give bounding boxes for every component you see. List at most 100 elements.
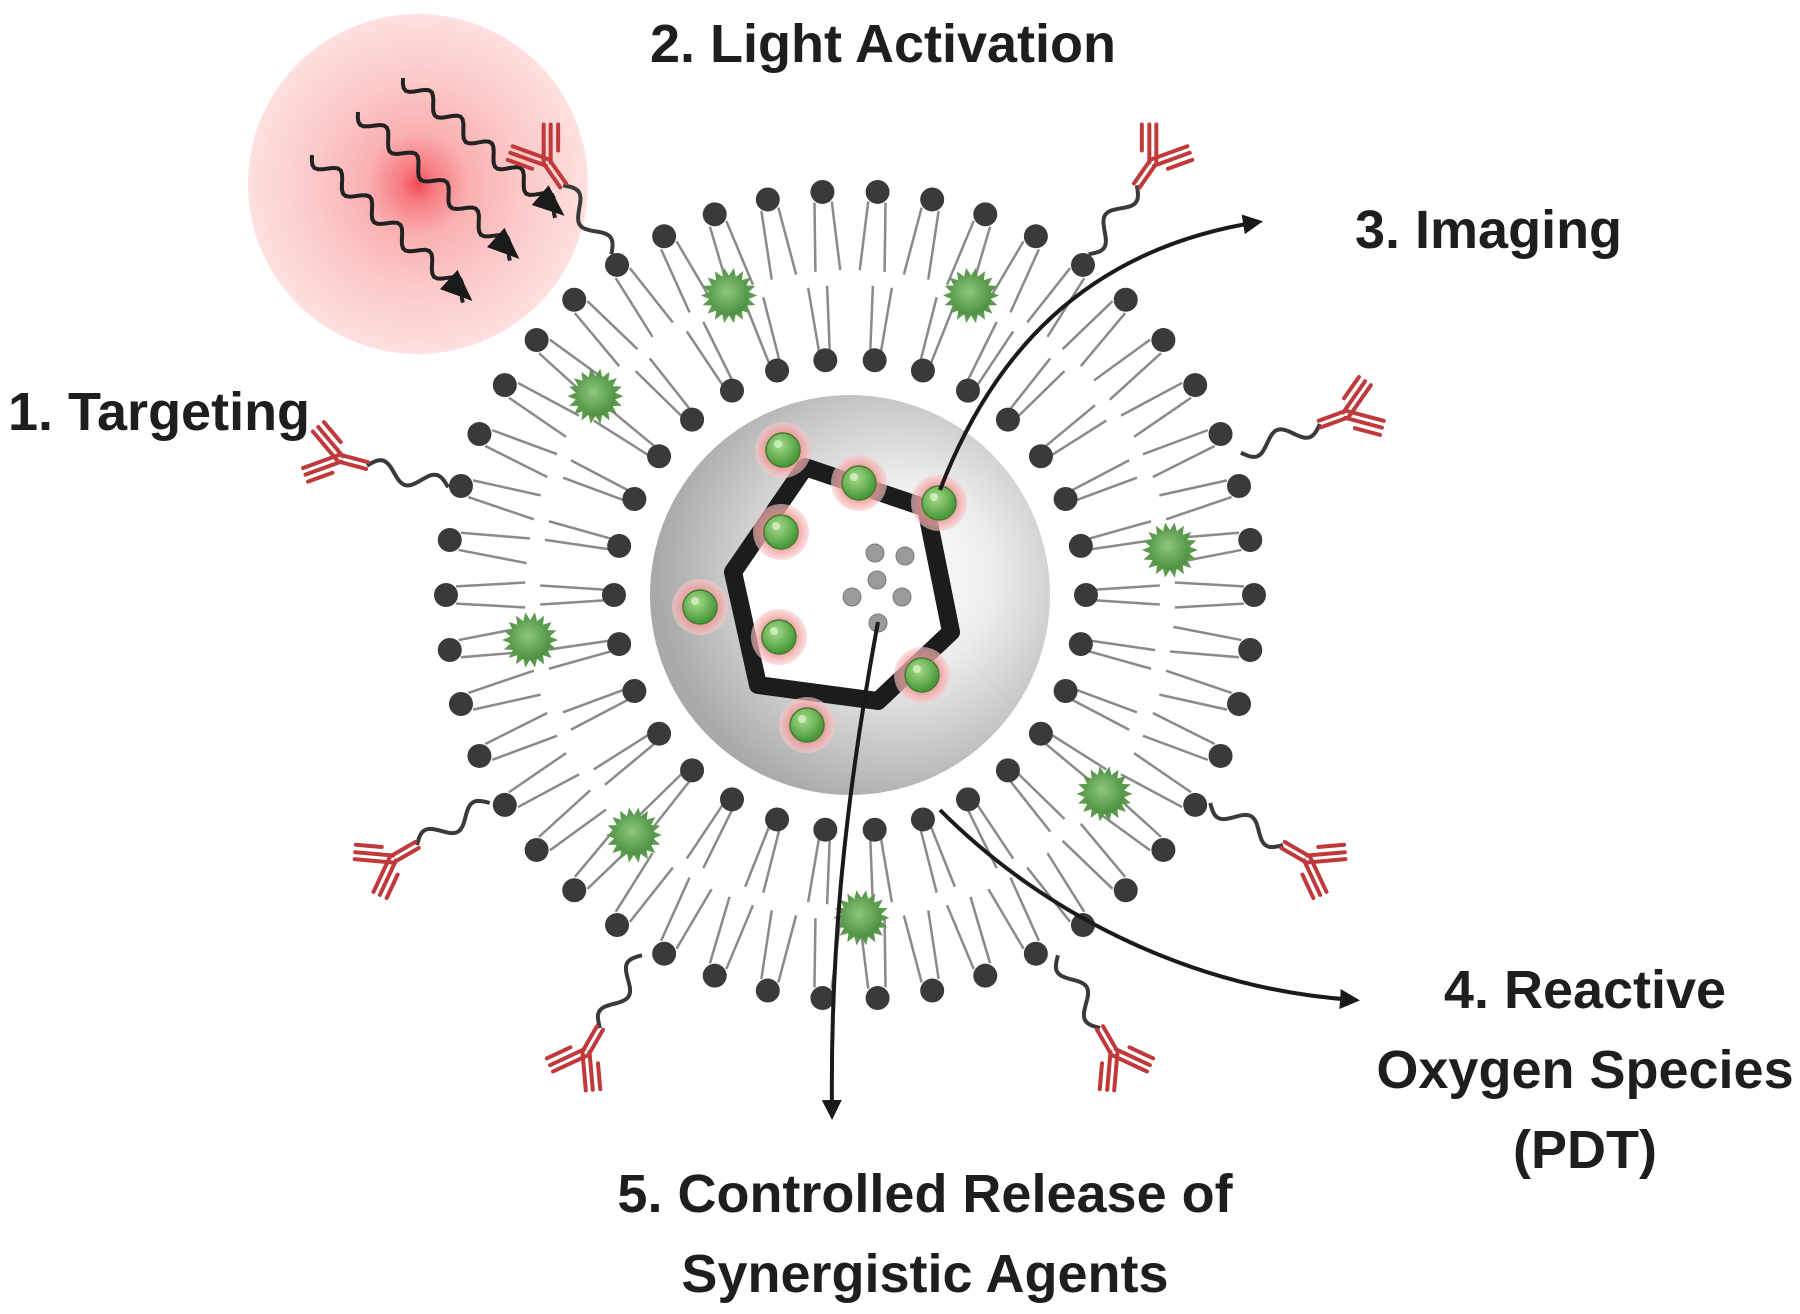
antibody-group <box>301 122 1386 1093</box>
lipid-tail <box>472 479 541 497</box>
lipid-head <box>702 963 727 988</box>
lipid-tail <box>659 877 691 942</box>
photosensitizer-icon <box>943 267 999 324</box>
lipid-head <box>437 527 462 552</box>
lipid-tail <box>883 918 887 988</box>
lipid-tail <box>1091 639 1156 652</box>
lipid-head <box>1053 487 1078 512</box>
antibody-tether <box>1088 185 1141 257</box>
light-glow <box>248 14 588 354</box>
lipid-head <box>865 986 890 1011</box>
lipid-tail <box>976 804 1015 860</box>
lipid-head <box>680 407 705 432</box>
lipid-tail <box>1079 823 1127 878</box>
lipid-head <box>910 358 935 383</box>
lipid-tail <box>548 520 611 540</box>
lipid-tail <box>902 915 923 983</box>
lipid-tails <box>456 201 1244 989</box>
lipid-head <box>755 978 780 1003</box>
lipid-tail <box>593 419 649 456</box>
lipid-tail <box>806 287 821 352</box>
lipid-head <box>1151 328 1176 353</box>
antibody-icon <box>1279 839 1348 901</box>
lipid-head <box>956 787 980 812</box>
lipid-head <box>720 378 744 403</box>
lipid-tail <box>813 918 817 988</box>
lipid-tail <box>919 830 938 893</box>
lipid-tail <box>869 840 875 905</box>
lipid-tail <box>1093 338 1151 382</box>
lipid-tail <box>1044 404 1096 448</box>
release-label-line1: 5. Controlled Release of <box>617 1164 1233 1224</box>
light-wave-3 <box>309 154 465 304</box>
light-wave-arrowhead <box>531 185 565 216</box>
lipid-head <box>1242 583 1266 607</box>
lipid-tail <box>573 823 621 878</box>
lipid-tail <box>1120 381 1183 417</box>
lipid-head <box>1227 474 1252 499</box>
lipid-head <box>1238 638 1263 663</box>
lipid-tail <box>762 297 781 360</box>
lipid-head <box>448 474 473 499</box>
light-wave-icon <box>309 77 565 304</box>
lipid-heads <box>434 179 1266 1011</box>
lipid-tail <box>1061 839 1114 890</box>
lipid-tail <box>467 495 535 521</box>
lipid-tail <box>614 277 654 338</box>
light-activation-label: 2. Light Activation <box>650 14 1116 74</box>
lipid-head <box>920 187 945 212</box>
lipid-head <box>1070 913 1095 938</box>
light-activation-group <box>248 14 588 354</box>
lipid-tail <box>858 201 870 271</box>
lipid-head <box>1208 743 1233 768</box>
lipid-tail <box>969 896 992 964</box>
lipid-head <box>1023 941 1048 966</box>
lipid-tail <box>456 581 526 588</box>
photosensitizer-icon <box>833 890 890 946</box>
drug-particle-icon <box>867 570 887 590</box>
lipid-head <box>524 328 549 353</box>
lipid-tail <box>702 321 733 380</box>
lipid-tail <box>540 584 605 591</box>
lipid-head <box>1208 422 1233 447</box>
light-wave-1 <box>400 77 558 219</box>
imaging-arrow <box>938 214 1263 491</box>
lipid-tail <box>1071 459 1130 492</box>
lipid-tail <box>760 210 773 280</box>
lipid-tail <box>1089 650 1152 670</box>
lipid-head <box>995 758 1020 783</box>
lipid-tail <box>628 267 674 324</box>
lipid-head <box>1028 721 1053 746</box>
lipid-tail <box>1173 625 1242 642</box>
lipid-head <box>920 978 945 1003</box>
lipid-head <box>622 678 647 703</box>
lipid-head <box>647 444 672 469</box>
lipid-tail <box>1095 584 1160 591</box>
lipid-tail <box>1152 711 1216 746</box>
lipid-tail <box>517 773 580 809</box>
lipid-tail <box>614 852 654 913</box>
lipid-tail <box>1051 419 1107 456</box>
lipid-tail <box>919 297 938 360</box>
antibody-icon <box>505 122 569 190</box>
lipid-tail <box>549 808 607 852</box>
release-label-line2: Synergistic Agents <box>681 1244 1168 1304</box>
lipid-tail <box>1009 780 1052 833</box>
lipid-tail <box>1076 476 1138 502</box>
lipid-head <box>720 787 744 812</box>
lipid-head <box>434 583 458 607</box>
lipid-tail <box>929 826 956 888</box>
lipid-tail <box>484 711 548 746</box>
lipid-head <box>524 837 549 862</box>
lipid-head <box>602 583 626 607</box>
lipid-tail <box>1089 520 1152 540</box>
lipid-head <box>1028 444 1053 469</box>
photosensitizer-icon <box>1076 766 1133 822</box>
lipid-tail <box>976 330 1015 386</box>
lipid-tail <box>467 669 535 695</box>
lipid-tail <box>806 838 821 903</box>
lipid-tail <box>659 248 691 313</box>
lipid-tail <box>1169 650 1240 659</box>
lipid-tail <box>1046 277 1086 338</box>
lipid-head <box>1151 837 1176 862</box>
